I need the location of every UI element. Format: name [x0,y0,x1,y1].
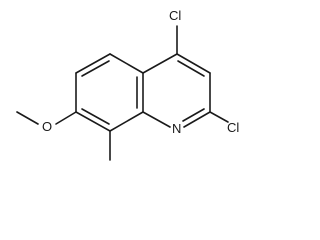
bond-c7-c8-inner [81,108,110,125]
bond-c7-c8 [75,111,111,132]
bond-c5-c6-inner [81,60,110,77]
bond-c4-c3 [176,53,211,74]
nitrogen-label: N [172,121,181,136]
bond-c4a-c4 [142,53,178,74]
quinoline-structure: Cl Cl N O [16,8,239,161]
bond-c2-n1-inner [182,108,205,122]
bond-o-methyl [16,111,39,125]
oxygen-label: O [42,119,52,134]
chlorine-label-top: Cl [169,8,181,23]
bond-c4a-c5 [109,53,144,74]
bond-n1-c8a [142,111,171,128]
bond-c8-c8a [109,111,144,132]
structure-canvas: Cl Cl N O [16,8,239,161]
chlorine-label-right: Cl [227,120,239,135]
bond-c7-o [55,111,77,125]
bond-c5-c6 [75,53,111,74]
bond-c4-c3-inner [177,60,205,77]
bond-c2-cl [209,111,229,123]
bond-c2-n1 [183,111,211,128]
